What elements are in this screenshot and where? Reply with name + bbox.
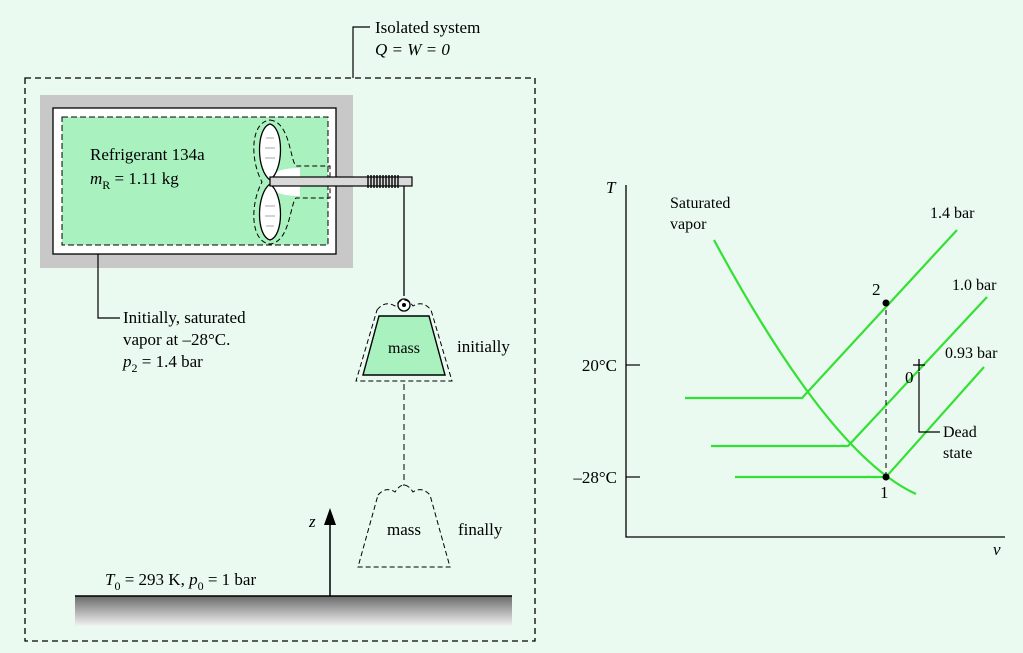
tank-name: Refrigerant 134a bbox=[90, 145, 205, 164]
isobar-0.93bar-label: 0.93 bar bbox=[945, 345, 998, 362]
isolated-system: Isolated system Q = W = 0 bbox=[24, 18, 536, 642]
initial-state-line3: p2 = 1.4 bar bbox=[122, 352, 203, 375]
saturated-vapor-curve bbox=[713, 239, 917, 496]
weight-initial-caption: initially bbox=[457, 337, 510, 356]
paddle-blade-lower bbox=[258, 183, 282, 241]
weight-final-label: mass bbox=[387, 520, 421, 539]
ground-slab bbox=[75, 596, 512, 626]
system-energy-balance: Q = W = 0 bbox=[375, 40, 450, 59]
initial-state-line2: vapor at –28°C. bbox=[123, 330, 230, 349]
saturated-vapor-label-line1: Saturated bbox=[670, 195, 730, 212]
isobar-1.0bar-label: 1.0 bar bbox=[952, 277, 997, 294]
state-point-2-label: 2 bbox=[872, 280, 881, 299]
weight-initial: mass initially bbox=[355, 298, 510, 382]
weight-final-outline bbox=[357, 484, 451, 568]
weight-final: mass finally bbox=[357, 484, 503, 568]
paddle-envelope bbox=[253, 119, 331, 245]
isobar-1.4bar-label: 1.4 bar bbox=[930, 205, 975, 222]
initial-state-leader bbox=[97, 254, 120, 319]
state-point-2 bbox=[882, 299, 890, 307]
z-axis-arrowhead bbox=[324, 508, 336, 525]
paddle-wheel bbox=[253, 119, 331, 245]
environment-conditions: T0 = 293 K, p0 = 1 bar bbox=[105, 570, 256, 593]
tv-tick-label-20C: 20°C bbox=[582, 356, 617, 375]
weight-hook-pin bbox=[402, 303, 406, 307]
isobar-1.0bar: 1.0 bar bbox=[711, 277, 997, 448]
saturated-vapor-label-line2: vapor bbox=[670, 216, 707, 233]
system-label: Isolated system bbox=[375, 18, 480, 37]
shaft-rod bbox=[269, 176, 413, 187]
dead-state: 0 Dead state bbox=[905, 359, 977, 462]
tank-mass: mR = 1.11 kg bbox=[90, 169, 179, 192]
dead-state-leader bbox=[918, 372, 940, 433]
dead-state-label-line1: Dead bbox=[943, 424, 977, 441]
isobar-1.4bar-line bbox=[685, 229, 958, 400]
tv-y-axis-label: T bbox=[606, 178, 617, 197]
weight-final-caption: finally bbox=[458, 520, 503, 539]
ground bbox=[75, 595, 512, 626]
paddle-blade-upper-hatch bbox=[265, 137, 275, 159]
weight-initial-envelope bbox=[355, 299, 453, 382]
dead-state-point-label: 0 bbox=[905, 368, 914, 387]
paddle-blade-upper bbox=[258, 123, 282, 181]
state-point-1-label: 1 bbox=[880, 483, 889, 502]
refrigerant-tank: Refrigerant 134a mR = 1.11 kg bbox=[40, 95, 353, 268]
dead-state-label-line2: state bbox=[943, 445, 972, 462]
weight-initial-body bbox=[362, 315, 446, 376]
isobar-1.4bar: 1.4 bar bbox=[685, 205, 975, 400]
tv-diagram: T v 20°C –28°C Saturated vapor 1.4 bar 1… bbox=[572, 178, 1005, 559]
initial-state-annotation: Initially, saturated vapor at –28°C. p2 … bbox=[97, 254, 246, 375]
weight-initial-label: mass bbox=[388, 340, 420, 357]
system-label-leader bbox=[352, 26, 370, 78]
shaft-winding bbox=[367, 175, 399, 188]
state-point-1 bbox=[882, 473, 890, 481]
tv-x-axis-label: v bbox=[993, 540, 1001, 559]
tv-tick-label-minus28C: –28°C bbox=[572, 468, 617, 487]
z-axis: z bbox=[308, 508, 336, 596]
paddle-blade-lower-hatch bbox=[265, 205, 275, 227]
isobar-1.0bar-line bbox=[711, 296, 988, 448]
z-axis-label: z bbox=[308, 512, 316, 531]
shaft bbox=[269, 175, 413, 296]
tv-axes bbox=[625, 185, 1005, 538]
system-boundary bbox=[24, 77, 536, 642]
initial-state-line1: Initially, saturated bbox=[123, 308, 246, 327]
